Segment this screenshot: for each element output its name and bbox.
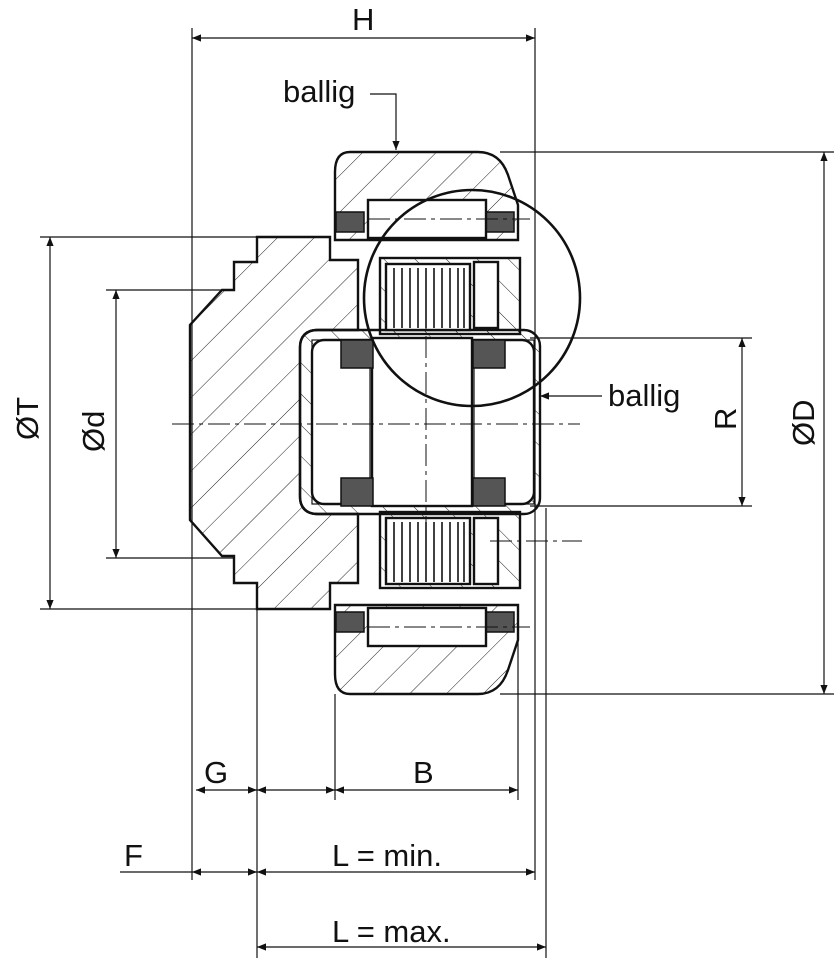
top-needle-cage [384, 262, 472, 332]
label-ballig-top: ballig [283, 74, 355, 109]
label-d: Ød [76, 411, 111, 452]
seal-br [472, 477, 506, 507]
ring-seal-br [485, 611, 515, 633]
label-ballig-side: ballig [608, 378, 680, 413]
label-L-min: L = min. [332, 838, 442, 873]
label-G: G [204, 755, 228, 790]
label-T: ØT [10, 397, 45, 440]
label-R: R [708, 408, 743, 430]
ring-seal-tr [485, 211, 515, 233]
label-D: ØD [786, 400, 821, 447]
detail-circle [362, 188, 582, 408]
ring-seal-tl [335, 211, 365, 233]
label-B: B [413, 755, 434, 790]
bottom-side-block [472, 516, 500, 586]
seal-bl [340, 477, 374, 507]
top-side-block [472, 260, 500, 330]
ring-seal-bl [335, 611, 365, 633]
top-needles [393, 268, 465, 328]
seal-tl [340, 339, 374, 369]
bottom-needles [393, 522, 465, 582]
seal-tr [472, 339, 506, 369]
bottom-needle-cage [384, 516, 472, 586]
label-F: F [124, 838, 143, 873]
center-shaft [370, 336, 474, 508]
label-H: H [352, 2, 374, 37]
label-L-max: L = max. [332, 914, 451, 949]
